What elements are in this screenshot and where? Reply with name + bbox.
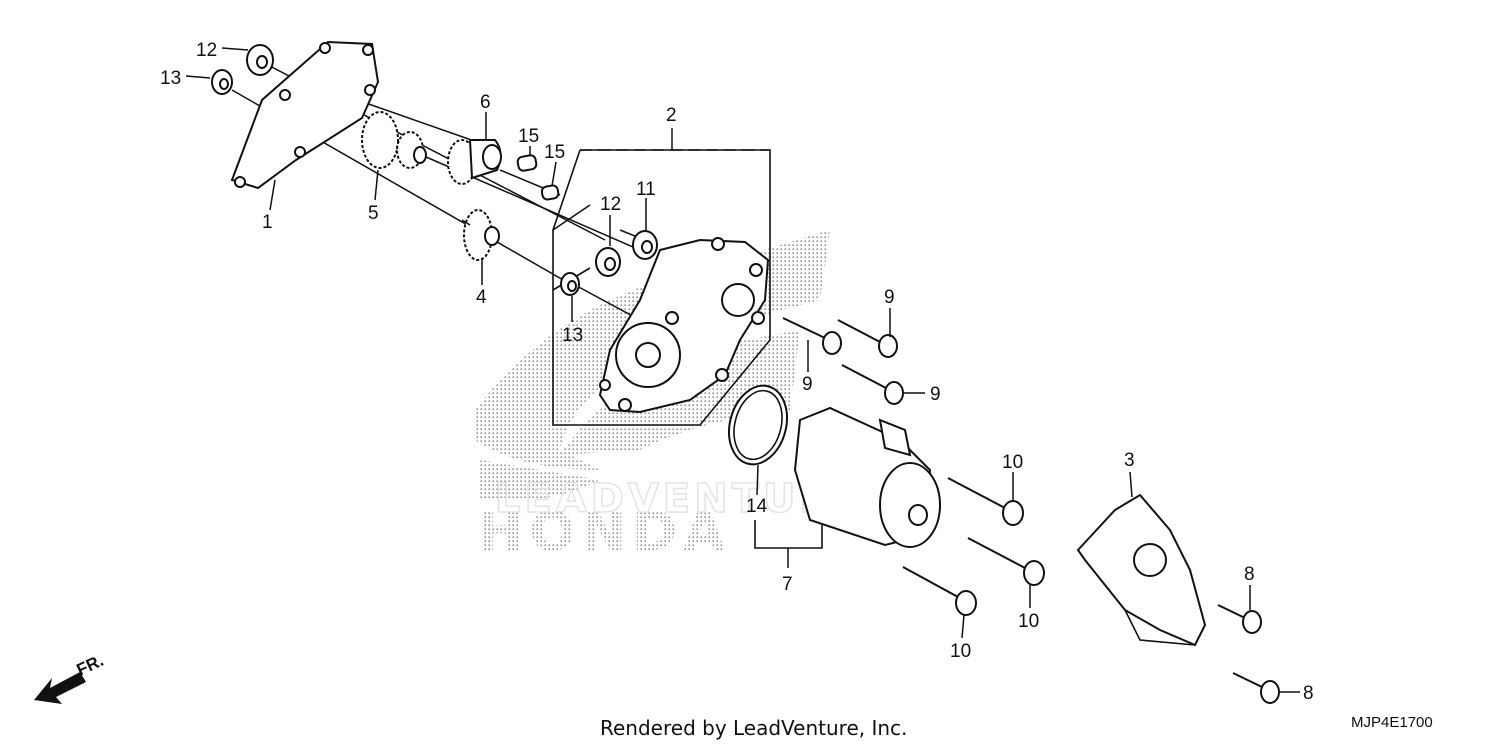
washer-part-13-top xyxy=(211,69,233,95)
washer-part-11 xyxy=(632,230,658,260)
gasket-part-1 xyxy=(230,40,380,190)
callout-6: 6 xyxy=(480,92,491,113)
callout-12-mid: 12 xyxy=(600,194,621,215)
bolt-part-10-c xyxy=(902,566,977,616)
callouts: 1 2 3 4 5 6 7 8 8 9 9 9 10 10 10 11 12 1… xyxy=(160,40,1314,704)
washer-part-12-top xyxy=(246,44,274,76)
bolt-part-8-b xyxy=(1232,672,1280,704)
dowel-pin-part-15-upper xyxy=(516,154,538,172)
bolt-part-9-c xyxy=(841,364,904,405)
callout-11: 11 xyxy=(636,179,656,200)
washer-part-13-lower xyxy=(560,272,580,296)
bolt-part-10-a xyxy=(947,477,1024,526)
callout-8-b: 8 xyxy=(1303,683,1314,704)
front-direction-arrow: FR. xyxy=(34,651,107,704)
callout-13-top: 13 xyxy=(160,68,181,89)
callout-1: 1 xyxy=(262,212,273,233)
bolt-part-10-b xyxy=(967,537,1045,586)
callout-4: 4 xyxy=(476,287,487,308)
callout-2: 2 xyxy=(666,105,677,126)
callout-10-a: 10 xyxy=(1002,452,1023,473)
dowel-pin-part-15-lower xyxy=(540,184,560,201)
bolt-part-9-a xyxy=(782,317,842,355)
callout-15-a: 15 xyxy=(518,126,539,147)
callout-5: 5 xyxy=(368,203,379,224)
gear-case-part-2 xyxy=(598,237,770,414)
gear-part-4 xyxy=(461,209,500,261)
washer-part-12-mid xyxy=(595,247,621,277)
callout-9-b: 9 xyxy=(802,374,813,395)
callout-9-a: 9 xyxy=(884,287,895,308)
o-ring-part-14 xyxy=(728,384,788,466)
gear-part-6 xyxy=(447,139,502,185)
cover-part-3 xyxy=(1076,493,1207,647)
rendered-by-credit: Rendered by LeadVenture, Inc. xyxy=(600,716,908,740)
honda-wordmark: HONDA xyxy=(478,500,731,563)
gear-part-5 xyxy=(361,111,427,169)
callout-3: 3 xyxy=(1124,450,1135,471)
callout-12-top: 12 xyxy=(196,40,217,61)
bolt-part-8-a xyxy=(1217,604,1262,634)
callout-13-lower: 13 xyxy=(562,325,583,346)
callout-leaders xyxy=(185,47,1300,693)
diagram-code: MJP4E1700 xyxy=(1351,714,1433,731)
callout-9-c: 9 xyxy=(930,384,941,405)
callout-10-c: 10 xyxy=(950,641,971,662)
callout-15-b: 15 xyxy=(544,142,565,163)
callout-7: 7 xyxy=(782,574,793,595)
motor-part-7 xyxy=(793,406,941,548)
assembly-7-frame xyxy=(754,520,823,568)
bolt-part-9-b xyxy=(837,319,898,358)
callout-14: 14 xyxy=(746,496,768,517)
callout-10-b: 10 xyxy=(1018,611,1039,632)
callout-8-a: 8 xyxy=(1244,564,1255,585)
